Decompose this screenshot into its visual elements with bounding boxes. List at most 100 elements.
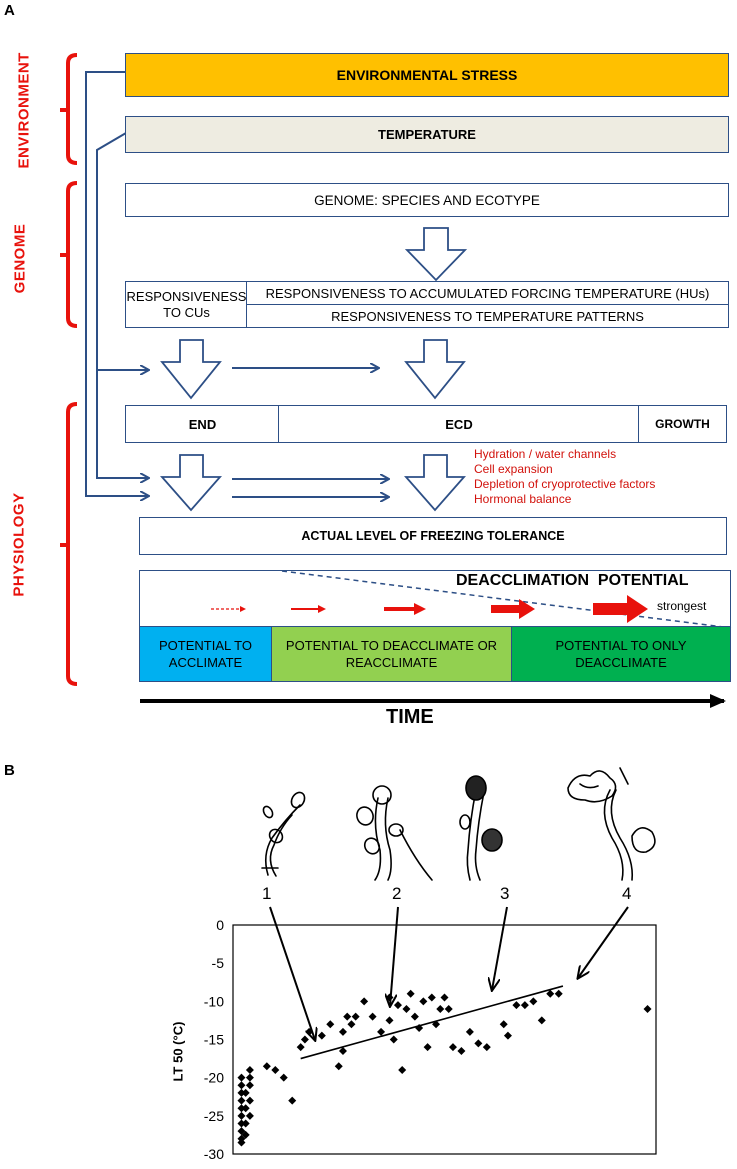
data-point <box>512 1001 521 1010</box>
y-tick-label: -20 <box>204 1070 224 1086</box>
ecd-factor: Cell expansion <box>474 462 553 476</box>
deacclimation-arrows <box>211 595 648 623</box>
panel-a-letter: A <box>4 2 15 19</box>
y-tick-label: -5 <box>212 955 225 971</box>
data-point <box>288 1096 297 1105</box>
data-point <box>520 1001 529 1010</box>
data-point <box>436 1004 445 1013</box>
bud-number-2: 2 <box>392 884 402 903</box>
pointer-arrow-3 <box>492 906 508 990</box>
genome-box: GENOME: SPECIES AND ECOTYPE <box>125 183 729 217</box>
data-point <box>300 1035 309 1044</box>
down-arrow-ecd-bottom <box>404 454 466 512</box>
data-point <box>245 1073 254 1082</box>
data-point <box>440 993 449 1002</box>
data-point <box>419 997 428 1006</box>
down-arrow-genome <box>404 227 468 282</box>
data-point <box>245 1081 254 1090</box>
data-point <box>241 1130 250 1139</box>
end-stage-box: END <box>125 405 280 443</box>
ecd-factor: Hormonal balance <box>474 492 572 506</box>
data-point <box>410 1012 419 1021</box>
data-point <box>245 1096 254 1105</box>
time-label: TIME <box>386 706 434 728</box>
bud-number-3: 3 <box>500 884 510 903</box>
bud-number-4: 4 <box>622 884 632 903</box>
growth-stage-box: GROWTH <box>638 405 727 443</box>
data-point <box>317 1031 326 1040</box>
environmental-stress-box: ENVIRONMENTAL STRESS <box>125 53 729 97</box>
data-point <box>393 1001 402 1010</box>
pointer-arrow-1 <box>269 906 315 1040</box>
red-arrow-4 <box>491 599 535 619</box>
pointer-arrow-4 <box>578 906 629 978</box>
responsiveness-hus-box: RESPONSIVENESS TO ACCUMULATED FORCING TE… <box>246 281 729 305</box>
end-stage-label: END <box>188 416 217 432</box>
data-point <box>347 1020 356 1029</box>
potential-acclimate-box: POTENTIAL TO ACCLIMATE <box>139 626 272 682</box>
panel-a-graphics <box>60 53 732 708</box>
temperature-label: TEMPERATURE <box>378 127 476 142</box>
deacclimation-potential-box <box>139 570 731 626</box>
trend-line <box>300 985 564 1060</box>
potential-acclimate-label: POTENTIAL TO ACCLIMATE <box>159 638 252 670</box>
data-point <box>237 1138 246 1147</box>
data-point <box>262 1062 271 1071</box>
data-point <box>398 1066 407 1075</box>
data-point <box>448 1043 457 1052</box>
responsiveness-cus-label: RESPONSIVENESS TO CUs <box>126 288 247 320</box>
freezing-tolerance-box: ACTUAL LEVEL OF FREEZING TOLERANCE <box>139 517 727 555</box>
red-arrow-5 <box>593 595 648 623</box>
potential-only-deacclimate-box: POTENTIAL TO ONLY DEACCLIMATE <box>511 626 731 682</box>
data-point <box>326 1020 335 1029</box>
data-point <box>499 1020 508 1029</box>
down-arrow-end-top <box>160 339 222 400</box>
ecd-stage-box: ECD <box>278 405 640 443</box>
y-tick-label: -15 <box>204 1032 224 1048</box>
genome-box-label: GENOME: SPECIES AND ECOTYPE <box>314 192 540 208</box>
responsiveness-cus-box: RESPONSIVENESS TO CUs <box>125 281 248 328</box>
data-point <box>444 1004 453 1013</box>
data-point <box>334 1062 343 1071</box>
plot-area <box>232 924 657 1155</box>
data-point <box>423 1043 432 1052</box>
deacclimation-strongest: strongest <box>657 599 707 613</box>
data-point <box>338 1046 347 1055</box>
panel-b-letter: B <box>4 762 15 779</box>
data-point <box>643 1004 652 1013</box>
data-point <box>554 989 563 998</box>
temperature-box: TEMPERATURE <box>125 116 729 153</box>
data-point <box>237 1127 246 1136</box>
down-arrow-end-bottom <box>160 454 222 512</box>
data-point <box>457 1046 466 1055</box>
potential-only-deacclimate-label: POTENTIAL TO ONLY DEACCLIMATE <box>555 638 687 670</box>
potential-deacclimate-reacclimate-box: POTENTIAL TO DEACCLIMATE OR REACCLIMATE <box>271 626 512 682</box>
data-point <box>241 1104 250 1113</box>
environment-bracket <box>60 53 78 165</box>
connector-lines <box>85 71 388 497</box>
data-point <box>237 1088 246 1097</box>
responsiveness-patterns-box: RESPONSIVENESS TO TEMPERATURE PATTERNS <box>246 304 729 328</box>
data-point <box>237 1073 246 1082</box>
bud-pointer-arrows <box>269 906 629 1040</box>
responsiveness-patterns-label: RESPONSIVENESS TO TEMPERATURE PATTERNS <box>331 308 644 324</box>
data-point <box>241 1088 250 1097</box>
data-point <box>503 1031 512 1040</box>
data-point <box>465 1027 474 1036</box>
data-point <box>237 1111 246 1120</box>
data-point <box>406 989 415 998</box>
genome-bracket <box>60 181 78 328</box>
data-point <box>245 1066 254 1075</box>
ecd-factors-list: Hydration / water channels Cell expansio… <box>474 447 655 507</box>
growth-stage-label: GROWTH <box>655 417 710 431</box>
environmental-stress-label: ENVIRONMENTAL STRESS <box>336 67 518 83</box>
potential-deacclimate-reacclimate-label: POTENTIAL TO DEACCLIMATE OR REACCLIMATE <box>285 638 498 670</box>
data-point <box>427 993 436 1002</box>
data-point <box>351 1012 360 1021</box>
deacclimation-dashed-line <box>281 570 732 629</box>
data-point <box>537 1016 546 1025</box>
data-point <box>241 1119 250 1128</box>
data-point <box>237 1096 246 1105</box>
responsiveness-hus-label: RESPONSIVENESS TO ACCUMULATED FORCING TE… <box>265 285 710 301</box>
